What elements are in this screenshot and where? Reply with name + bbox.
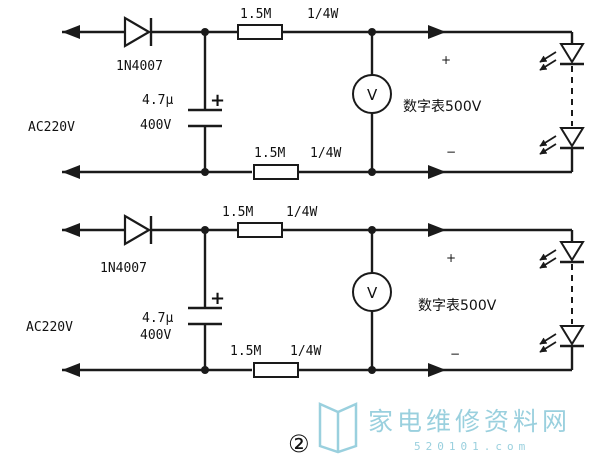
- capacitor-voltage: 400V: [140, 328, 171, 343]
- source-label: AC220V: [28, 120, 75, 135]
- diode-label: 1N4007: [116, 59, 163, 74]
- voltmeter-label: 数字表500V: [418, 298, 497, 314]
- voltmeter-symbol: V: [367, 86, 378, 104]
- capacitor-value: 4.7μ: [142, 93, 173, 108]
- voltmeter-symbol: V: [367, 284, 378, 302]
- resistor-top-power: 1/4W: [307, 7, 338, 22]
- watermark-logo-icon: [318, 402, 358, 454]
- voltmeter-label: 数字表500V: [403, 99, 482, 115]
- output-plus-sign: +: [441, 53, 451, 67]
- circuit-2-wiring: [62, 216, 584, 377]
- source-label: AC220V: [26, 320, 73, 335]
- figure-number: ②: [288, 430, 310, 458]
- resistor-top-value: 1.5M: [240, 7, 271, 22]
- output-plus-sign: +: [446, 251, 456, 265]
- resistor-top-power: 1/4W: [286, 205, 317, 220]
- watermark-url: 520101.com: [414, 440, 530, 453]
- diode-label: 1N4007: [100, 261, 147, 276]
- capacitor-plus-sign: +: [210, 288, 225, 309]
- resistor-top-value: 1.5M: [222, 205, 253, 220]
- resistor-bottom-power: 1/4W: [290, 344, 321, 359]
- watermark: 家电维修资料网 520101.com: [318, 402, 571, 454]
- watermark-text: 家电维修资料网: [368, 407, 571, 436]
- capacitor-value: 4.7μ: [142, 311, 173, 326]
- capacitor-plus-sign: +: [210, 90, 225, 111]
- resistor-bottom-power: 1/4W: [310, 146, 341, 161]
- resistor-bottom-value: 1.5M: [254, 146, 285, 161]
- output-minus-sign: −: [446, 145, 456, 159]
- resistor-bottom-value: 1.5M: [230, 344, 261, 359]
- output-minus-sign: −: [450, 347, 460, 361]
- capacitor-voltage: 400V: [140, 118, 171, 133]
- circuit-2: 1N4007 4.7μ 400V + AC220V 1.5M 1/4W 1.5M…: [26, 205, 584, 377]
- circuit-1: 1N4007 4.7μ 400V + AC220V 1.5M 1/4W 1.5M…: [28, 7, 584, 179]
